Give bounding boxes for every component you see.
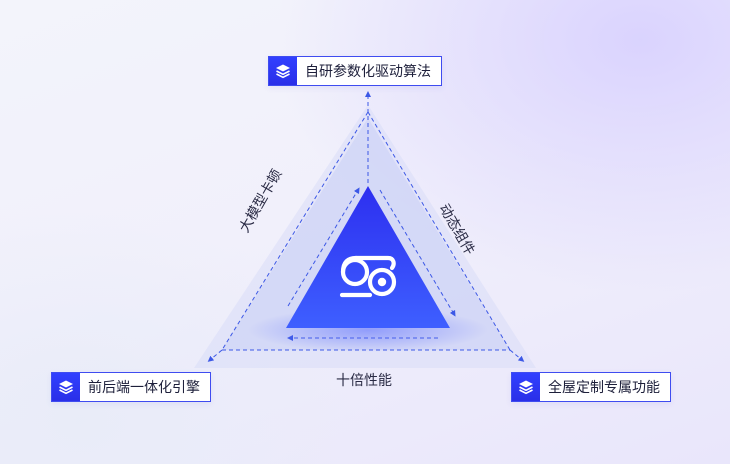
node-param-algorithm: 自研参数化驱动算法: [268, 56, 442, 86]
node-label: 自研参数化驱动算法: [305, 64, 431, 80]
node-label: 前后端一体化引擎: [88, 380, 200, 396]
edge-label-bottom: 十倍性能: [336, 373, 392, 389]
node-fullstack-engine: 前后端一体化引擎: [51, 372, 211, 402]
layers-icon: [512, 373, 540, 401]
brand-logo-icon: [339, 255, 397, 298]
layers-icon: [52, 373, 80, 401]
layers-icon: [269, 57, 297, 85]
node-custom-features: 全屋定制专属功能: [511, 372, 671, 402]
node-label: 全屋定制专属功能: [548, 380, 660, 396]
